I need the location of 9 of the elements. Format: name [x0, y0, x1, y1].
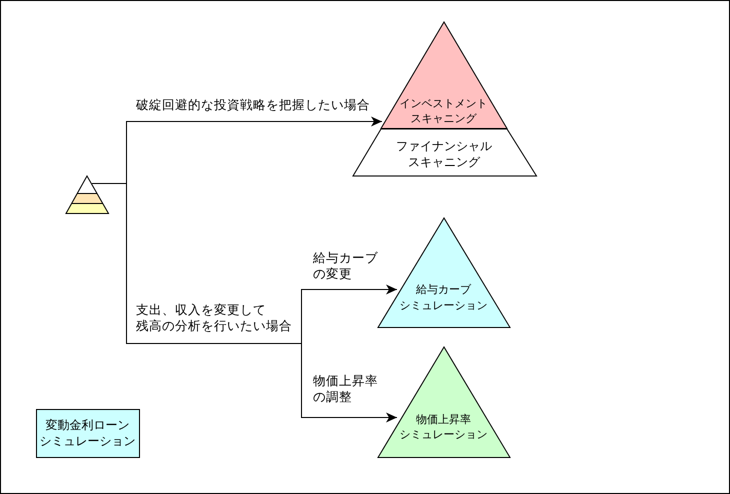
process-box: 変動金利ローンシミュレーション [36, 408, 140, 458]
node-label: インベストメントスキャニング [400, 96, 488, 126]
node-label: 物価上昇率シミュレーション [400, 412, 488, 442]
edge-label: 破綻回避的な投資戦略を把握したい場合 [136, 96, 370, 112]
node-label: 給与カーブシミュレーション [400, 282, 488, 314]
branch-label: 支出、収入を変更して残高の分析を行いたい場合 [136, 302, 292, 333]
edge-label: 物価上昇率の調整 [313, 373, 378, 404]
edge-label: 給与カーブの変更 [313, 250, 378, 281]
node-label: ファイナンシャルスキャニング [396, 138, 492, 170]
